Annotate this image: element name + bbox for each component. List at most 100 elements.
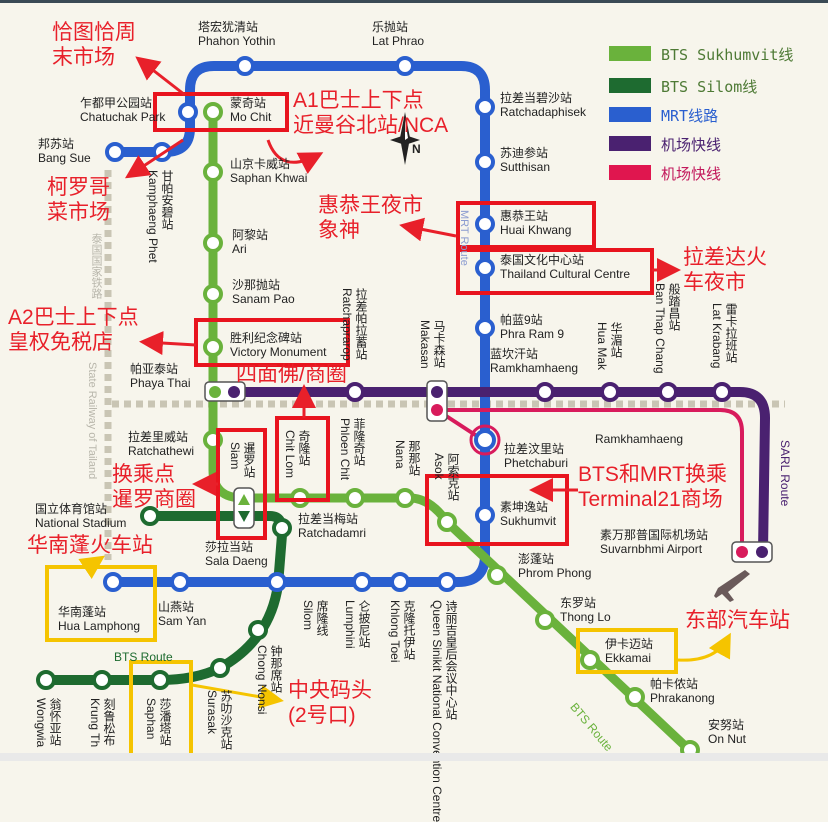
station-name-en: Phrakanong bbox=[650, 691, 715, 705]
station-lat-phrao[interactable] bbox=[395, 56, 415, 76]
station-name-zh: 东罗站 bbox=[560, 596, 597, 610]
station-name-zh: 邦苏站 bbox=[38, 137, 75, 151]
station-name-en: Sukhumvit bbox=[500, 514, 557, 528]
station-name-zh: 莎拉当站 bbox=[205, 540, 254, 554]
station-surasak[interactable] bbox=[210, 658, 230, 678]
station-name-zh: 雷卡拉班站 bbox=[724, 303, 738, 363]
station-name-en: Saphan bbox=[144, 698, 158, 740]
station-saphan-khwai[interactable] bbox=[203, 162, 223, 182]
station-name-en: Hua Lamphong bbox=[58, 619, 141, 633]
station-name-zh: 惠恭王站 bbox=[500, 209, 549, 223]
station-ramkhamhaeng-arl[interactable] bbox=[535, 382, 555, 402]
station-sam-yan[interactable] bbox=[170, 572, 190, 592]
station-wongwian-yai[interactable] bbox=[36, 670, 56, 690]
station-name-zh: 阿索克站 bbox=[446, 453, 460, 501]
station-phahon-yothin[interactable] bbox=[235, 56, 255, 76]
station-name-en: Ban Thap Chang bbox=[653, 283, 667, 374]
station-thailand-cultural-centre[interactable] bbox=[475, 258, 495, 278]
station-name-en: Sanam Pao bbox=[232, 292, 295, 306]
station-lat-krabang[interactable] bbox=[712, 382, 732, 402]
arrow-a2-bus bbox=[139, 331, 197, 356]
station-ari[interactable] bbox=[203, 233, 223, 253]
station-chong-nonsi[interactable] bbox=[248, 620, 268, 640]
station-phrakanong[interactable] bbox=[625, 687, 645, 707]
station-sanam-pao[interactable] bbox=[203, 284, 223, 304]
station-name-zh: 国立体育馆站 bbox=[35, 502, 108, 516]
station-name-zh: 暹罗站 bbox=[242, 442, 256, 478]
highlight-ekkamai bbox=[576, 628, 678, 674]
station-ratchaprarop[interactable] bbox=[345, 382, 365, 402]
station-name-en: Thong Lo bbox=[560, 610, 611, 624]
station-name-zh: 澎蓬站 bbox=[518, 552, 555, 566]
compass-north-label: N bbox=[412, 142, 421, 156]
station-name-zh: 蒙奇站 bbox=[230, 96, 267, 110]
station-mo-chit[interactable] bbox=[203, 102, 223, 122]
station-phra-ram-9[interactable] bbox=[475, 318, 495, 338]
station-sukhumvit[interactable] bbox=[475, 505, 495, 525]
station-khlong-toei[interactable] bbox=[390, 572, 410, 592]
station-ratchadaphisek[interactable] bbox=[475, 97, 495, 117]
station-name-en: Ramkhamhaeng bbox=[595, 432, 684, 446]
station-name-zh: 菲隆奇站 bbox=[352, 418, 366, 466]
station-ratchadamri[interactable] bbox=[272, 518, 292, 538]
station-queen-sirikit[interactable] bbox=[437, 572, 457, 592]
station-name-en: Sutthisan bbox=[500, 160, 551, 174]
station-nana[interactable] bbox=[395, 488, 415, 508]
arrow-huai-khwang-market bbox=[399, 217, 457, 242]
station-name-zh: 奇隆站 bbox=[297, 430, 311, 466]
station-ban-thap-chang[interactable] bbox=[658, 382, 678, 402]
station-name-en: Asok bbox=[432, 453, 446, 480]
station-phloen-chit[interactable] bbox=[345, 488, 365, 508]
station-victory-monument[interactable] bbox=[203, 337, 223, 357]
station-name-en: Lat Phrao bbox=[372, 34, 425, 48]
station-name-zh: 伊卡迈站 bbox=[605, 637, 654, 651]
station-sutthisan[interactable] bbox=[475, 152, 495, 172]
station-name-en: Ekkamai bbox=[605, 651, 652, 665]
annotation-a2-bus: A2巴士上下点 皇权免税店 bbox=[8, 306, 139, 354]
siam-up-triangle bbox=[238, 494, 250, 505]
siam-interchange[interactable] bbox=[233, 487, 255, 529]
station-name-en: Thailand Cultural Centre bbox=[500, 267, 631, 281]
station-hua-lamphong[interactable] bbox=[103, 572, 123, 592]
station-ekkamai[interactable] bbox=[580, 650, 600, 670]
station-bang-sue[interactable] bbox=[105, 142, 125, 162]
station-phetchaburi[interactable] bbox=[474, 429, 496, 451]
station-name-zh: 山京卡威站 bbox=[230, 157, 291, 171]
siam-down-triangle bbox=[238, 511, 250, 522]
station-krung-thon-buri[interactable] bbox=[92, 670, 112, 690]
station-name-en: Chit Lom bbox=[283, 430, 297, 479]
station-name-en: Siam bbox=[228, 442, 242, 470]
makasan-purple-dot bbox=[431, 386, 443, 398]
station-silom[interactable] bbox=[267, 572, 287, 592]
station-asok[interactable] bbox=[437, 512, 457, 532]
annotation-or-tor-kor: 柯罗哥 菜市场 bbox=[47, 176, 110, 224]
station-national-stadium[interactable] bbox=[140, 506, 160, 526]
annotation-ratchada-market: 拉差达火 车夜市 bbox=[683, 246, 767, 294]
phaya-thai-purple-dot bbox=[228, 386, 240, 398]
station-phrom-phong[interactable] bbox=[487, 565, 507, 585]
suvarnabhumi-purple-dot bbox=[756, 546, 768, 558]
legend-label: BTS Silom线 bbox=[661, 78, 758, 96]
station-hua-mak[interactable] bbox=[600, 382, 620, 402]
bts-silom-route-label: BTS Route bbox=[114, 650, 173, 664]
station-saphan-taksin[interactable] bbox=[150, 670, 170, 690]
station-chatuchak-park[interactable] bbox=[178, 102, 198, 122]
arrow-a1-bus bbox=[266, 139, 324, 174]
transit-map bbox=[36, 56, 785, 761]
station-thong-lo[interactable] bbox=[535, 610, 555, 630]
annotation-central-pier: 中央码头 (2号口) bbox=[288, 679, 372, 727]
station-lumphini[interactable] bbox=[352, 572, 372, 592]
station-huai-khwang[interactable] bbox=[475, 214, 495, 234]
station-name-zh: 蓝坎汗站 bbox=[490, 347, 539, 361]
arrow-hua-lamphong-station bbox=[78, 555, 105, 579]
station-name-en: Chatuchak Park bbox=[80, 110, 166, 124]
